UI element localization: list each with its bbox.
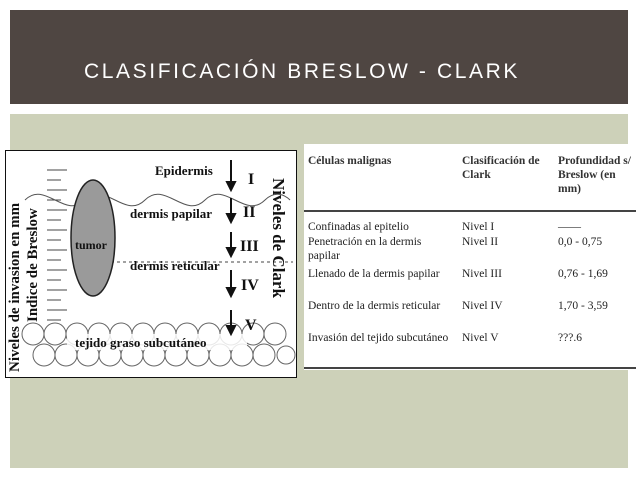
row-3-clark: Nivel III bbox=[462, 268, 502, 280]
row-1-clark: Nivel I bbox=[462, 221, 495, 233]
header-clark: Clasificación de Clark bbox=[462, 155, 540, 181]
right-label-clark: Niveles de Clark bbox=[269, 178, 288, 298]
tumor-label: tumor bbox=[75, 238, 108, 252]
clark-breslow-table: Células malignas Clasificación de Clark … bbox=[304, 144, 636, 370]
row-4-breslow: 1,70 - 3,59 bbox=[558, 300, 608, 312]
row-4-celulas: Dentro de la dermis reticular bbox=[308, 300, 441, 312]
left-label-invasion: Niveles de invasion en mm bbox=[7, 202, 23, 372]
row-5-clark: Nivel V bbox=[462, 332, 499, 344]
tumor-shape bbox=[70, 179, 116, 297]
row-2-clark: Nivel II bbox=[462, 236, 499, 248]
row-5-breslow: ???.6 bbox=[558, 332, 582, 344]
row-3-breslow: 0,76 - 1,69 bbox=[558, 268, 608, 280]
level-ii: II bbox=[243, 204, 255, 221]
header-celulas: Células malignas bbox=[308, 155, 392, 167]
table-rule-top bbox=[304, 210, 636, 212]
layer-subcutaneo: tejido graso subcutáneo bbox=[75, 335, 206, 350]
row-5-celulas: Invasión del tejido subcutáneo bbox=[308, 332, 449, 344]
row-2-breslow: 0,0 - 0,75 bbox=[558, 236, 603, 248]
breslow-ruler bbox=[47, 169, 67, 321]
row-2-celulas: Penetración en la dermis papilar bbox=[308, 236, 422, 262]
breslow-clark-diagram: Niveles de invasion en mm Indice de Bres… bbox=[5, 150, 297, 378]
row-1-breslow: —— bbox=[558, 221, 581, 233]
layer-epidermis: Epidermis bbox=[155, 163, 213, 178]
table-rule-bottom bbox=[304, 367, 636, 369]
clark-level-arrows bbox=[225, 160, 237, 337]
slide-title: CLASIFICACIÓN BRESLOW - CLARK bbox=[84, 60, 520, 83]
title-bar: CLASIFICACIÓN BRESLOW - CLARK bbox=[10, 10, 628, 104]
row-4-clark: Nivel IV bbox=[462, 300, 503, 312]
row-1-celulas: Confinadas al epitelio bbox=[308, 221, 409, 233]
row-3-celulas: Llenado de la dermis papilar bbox=[308, 268, 440, 280]
level-i: I bbox=[248, 171, 254, 188]
subcutaneous-label-bg bbox=[67, 334, 247, 350]
layer-dermis-papilar: dermis papilar bbox=[130, 206, 212, 221]
layer-dermis-reticular: dermis reticular bbox=[130, 258, 220, 273]
header-breslow: Profundidad s/ Breslow (en mm) bbox=[558, 155, 631, 195]
level-v: V bbox=[245, 317, 257, 334]
level-iv: IV bbox=[241, 277, 259, 294]
left-label-breslow: Indice de Breslow bbox=[25, 208, 41, 322]
level-iii: III bbox=[240, 238, 259, 255]
